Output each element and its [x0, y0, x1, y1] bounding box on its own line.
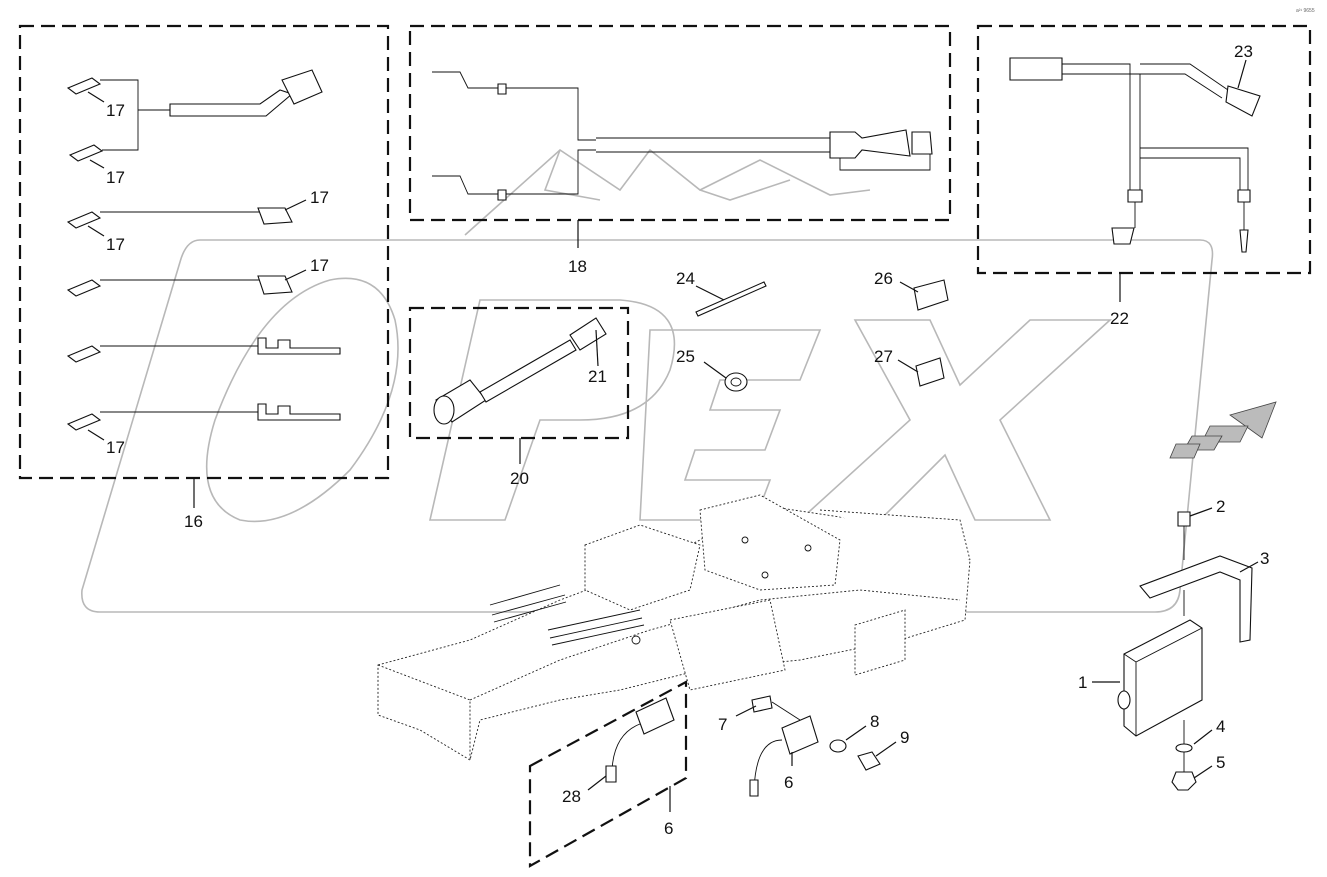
callout-3: 3 [1260, 549, 1269, 568]
kit-6-box: 28 6 [528, 680, 688, 868]
watermark-logo: a²¹ 9655 [81, 8, 1315, 613]
harness-18-box: 18 [408, 24, 952, 276]
callout-21: 21 [588, 367, 607, 386]
direction-arrow [1169, 401, 1277, 459]
control-unit-assembly: 2 3 1 4 5 [1078, 497, 1269, 791]
grommet-25: 25 [676, 347, 748, 392]
callout-17-a: 17 [106, 101, 125, 120]
callout-25: 25 [676, 347, 695, 366]
callout-27: 27 [874, 347, 893, 366]
clip-26: 26 [874, 269, 949, 311]
callout-18: 18 [568, 257, 587, 276]
callout-6-a: 6 [664, 819, 673, 838]
callout-2: 2 [1216, 497, 1225, 516]
adapter-20-box: 20 21 [408, 306, 630, 488]
callout-22: 22 [1110, 309, 1129, 328]
callout-17-d: 17 [106, 235, 125, 254]
kit-16-box: 16 17 17 17 17 1 [18, 24, 390, 531]
terminal-17a [66, 77, 104, 162]
callout-23: 23 [1234, 42, 1253, 61]
corner-code: a²¹ 9655 [1296, 8, 1315, 14]
callout-24: 24 [676, 269, 695, 288]
callout-8: 8 [870, 712, 879, 731]
harness-22-box: 22 23 [976, 24, 1312, 328]
cable-tie-24: 24 [676, 269, 767, 317]
callout-28: 28 [562, 787, 581, 806]
callout-17-e: 17 [310, 256, 329, 275]
callout-20: 20 [510, 469, 529, 488]
callout-17-b: 17 [106, 168, 125, 187]
callout-7: 7 [718, 715, 727, 734]
chassis-frame [377, 494, 971, 761]
callout-4: 4 [1216, 717, 1225, 736]
callout-16: 16 [184, 512, 203, 531]
callout-9: 9 [900, 728, 909, 747]
callout-26: 26 [874, 269, 893, 288]
callout-1: 1 [1078, 673, 1087, 692]
callout-5: 5 [1216, 753, 1225, 772]
ground-strap-assembly: 7 6 8 9 [718, 695, 909, 797]
callout-17-f: 17 [106, 438, 125, 457]
fuse-27: 27 [874, 347, 945, 387]
callout-6-b: 6 [784, 773, 793, 792]
callout-17-c: 17 [310, 188, 329, 207]
